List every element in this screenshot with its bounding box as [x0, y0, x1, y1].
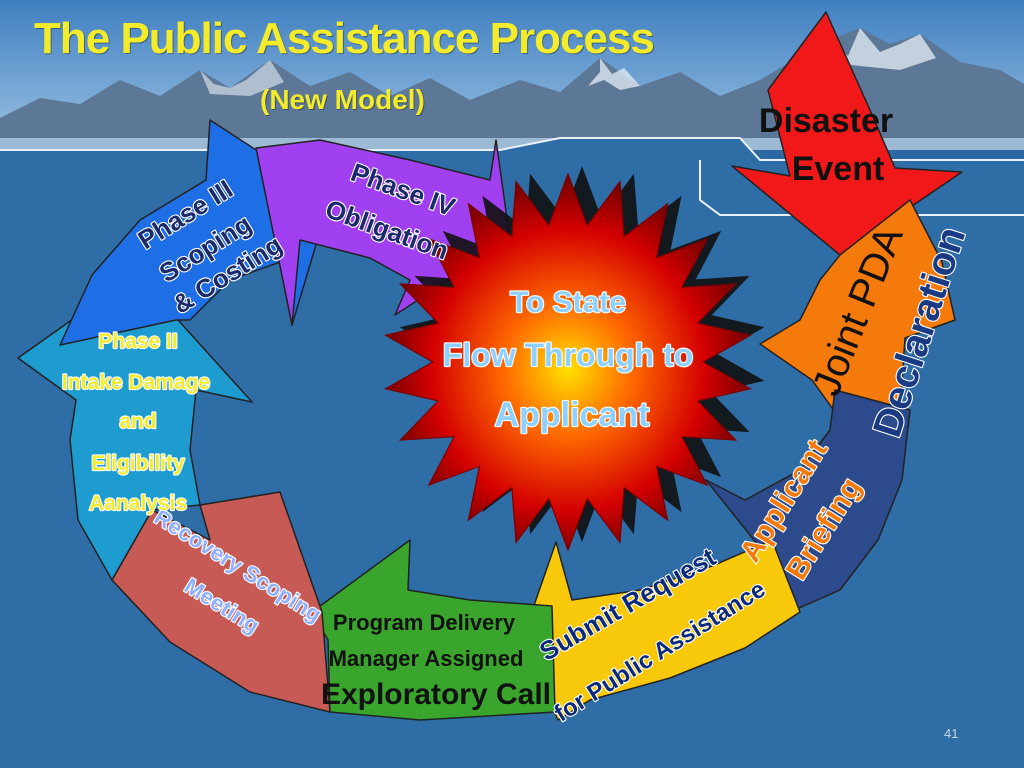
slide-subtitle: (New Model) [260, 84, 425, 115]
program-delivery-line-1: Program Delivery [333, 610, 516, 635]
disaster-event-line-2: Event [792, 150, 885, 188]
burst-line-1: To State [510, 286, 626, 319]
flow-arrows [17, 11, 963, 721]
phase-ii-line-1: Phase II [98, 330, 177, 353]
slide-title: The Public Assistance Process [34, 14, 655, 63]
page-number: 41 [944, 726, 959, 741]
mountain-range [0, 28, 1024, 150]
phase-ii-line-5: Aanalysis [89, 492, 187, 515]
phase-ii-line-2: Intake Damage [62, 371, 210, 394]
disaster-event-line-1: Disaster [759, 102, 893, 140]
phase-ii-line-3: and [119, 410, 156, 433]
program-delivery-line-3: Exploratory Call [321, 678, 551, 711]
arrow-submit-request [521, 539, 801, 721]
burst-line-2: Flow Through to [443, 337, 694, 373]
label-program-delivery: Program Delivery Manager Assigned Explor… [321, 610, 551, 711]
arrow-recovery-scoping [111, 491, 331, 713]
center-burst [383, 166, 765, 552]
label-phase-ii: Phase II Intake Damage and Eligibility A… [61, 329, 211, 516]
center-burst-text: To State Flow Through to Applicant [442, 285, 695, 435]
program-delivery-line-2: Manager Assigned [329, 646, 524, 671]
label-disaster-event: Disaster Event [759, 102, 893, 188]
burst-line-3: Applicant [495, 396, 650, 434]
arrow-disaster-event [731, 11, 963, 256]
phase-ii-line-4: Eligibility [91, 452, 185, 475]
